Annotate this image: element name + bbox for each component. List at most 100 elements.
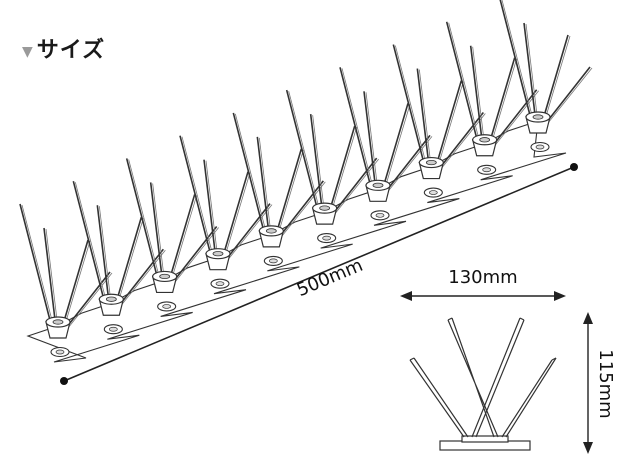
spike-pin (203, 159, 217, 260)
spike-unit-rear-hub (535, 144, 545, 150)
spike-pin (469, 45, 484, 146)
spike-pin (179, 135, 213, 260)
spike-pin (541, 34, 569, 124)
spike-pin-highlight (234, 113, 268, 237)
spike-pin (225, 203, 271, 261)
spike-pin-highlight (330, 126, 358, 215)
end-view-pin-inner-right (471, 317, 525, 438)
spike-unit-rear-hub (268, 258, 278, 264)
height-arrow-bottom (583, 442, 593, 454)
spike-pin (445, 21, 480, 146)
spike-pin-highlight (334, 158, 379, 215)
spike-pin-highlight (223, 172, 251, 260)
spike-pin-highlight (312, 115, 326, 215)
spike-pin (385, 134, 431, 192)
spike-pin-highlight (341, 68, 375, 192)
spike-pin-highlight (205, 160, 219, 260)
spike-pin (332, 157, 378, 215)
spike-pin-highlight (258, 137, 272, 237)
spike-pin-highlight (276, 149, 304, 238)
spike-pin (72, 181, 107, 306)
spike-pin (416, 68, 431, 169)
spike-pin-highlight (121, 249, 166, 306)
spike-unit-hub (52, 319, 64, 325)
end-view-pin-outer-right (501, 357, 557, 438)
spike-pin-highlight (45, 228, 59, 329)
spike-pin-highlight (365, 92, 379, 192)
spike-unit (19, 203, 113, 358)
spike-pin-highlight (170, 195, 198, 283)
spike-pin-highlight (21, 204, 55, 329)
spike-pin (118, 248, 164, 306)
spike-unit (179, 135, 273, 289)
spike-unit (339, 67, 433, 221)
spike-pin-highlight (501, 0, 535, 124)
width-arrow-right (554, 291, 566, 301)
spike-pin (232, 112, 267, 238)
length-endpoint-left (60, 377, 68, 385)
spike-pin (327, 125, 356, 215)
spike-pin-highlight (116, 218, 144, 306)
spike-pin (274, 148, 303, 238)
spike-pin (256, 136, 271, 237)
spike-unit-hub (425, 159, 437, 166)
width-arrow-left (400, 291, 412, 301)
height-arrow-top (583, 312, 593, 324)
spike-unit-rear-hub (428, 190, 438, 195)
spike-pin-highlight (494, 90, 539, 147)
spike-pin (392, 44, 427, 169)
spike-pin (434, 80, 463, 169)
spike-pin (149, 182, 164, 283)
end-view-collar (461, 435, 509, 443)
bird-spike-strip-illustration (19, 0, 593, 363)
spike-pin-highlight (181, 136, 215, 260)
height-label: 115mm (595, 349, 616, 418)
spike-pin (19, 203, 53, 329)
spike-pin-highlight (74, 182, 108, 306)
spike-pin (96, 205, 111, 306)
spike-pin-highlight (288, 91, 322, 215)
spike-pin-highlight (394, 45, 428, 169)
spike-pin (65, 271, 111, 329)
spike-unit-hub (159, 273, 171, 280)
spike-pin-highlight (436, 81, 464, 169)
spike-pin-highlight (441, 113, 486, 169)
triangle-down-icon: ▼ (22, 44, 33, 60)
spike-pin-highlight (387, 136, 433, 192)
spike-unit-rear-hub (215, 281, 225, 287)
spike-pin-highlight (547, 67, 593, 124)
spike-pin-highlight (525, 23, 539, 124)
width-dimension: 130mm (400, 267, 566, 301)
width-label: 130mm (448, 267, 517, 288)
spike-pin-highlight (67, 272, 113, 329)
spike-pin (363, 91, 377, 192)
end-view-pin-inner-left (447, 317, 499, 438)
spike-pin (278, 180, 324, 238)
spike-pin (221, 171, 249, 260)
spike-end-view (409, 317, 557, 451)
section-heading: ▼ サイズ (22, 40, 105, 62)
spike-pin (523, 22, 537, 124)
spike-pin (499, 0, 533, 124)
spike-pin-highlight (448, 22, 482, 146)
spike-unit (232, 112, 326, 266)
spike-unit (445, 21, 539, 175)
end-view-pin-tips (409, 317, 557, 361)
spike-unit-hub (105, 296, 117, 302)
spike-pin (438, 112, 484, 170)
spike-pin (381, 103, 409, 192)
spike-unit (285, 89, 379, 244)
length-label: 500mm (294, 255, 366, 301)
spike-unit-rear-hub (162, 304, 172, 309)
spike-pin (125, 158, 160, 283)
spike-pin (487, 57, 516, 147)
spike-pin (114, 216, 143, 306)
spike-unit-rear-hub (108, 326, 118, 332)
spike-unit-rear-hub (375, 212, 385, 218)
spike-unit-hub (372, 182, 384, 188)
spike-pin (545, 66, 591, 124)
spike-unit (125, 158, 219, 312)
spike-pin-highlight (128, 159, 162, 283)
length-endpoint-right (570, 163, 578, 171)
